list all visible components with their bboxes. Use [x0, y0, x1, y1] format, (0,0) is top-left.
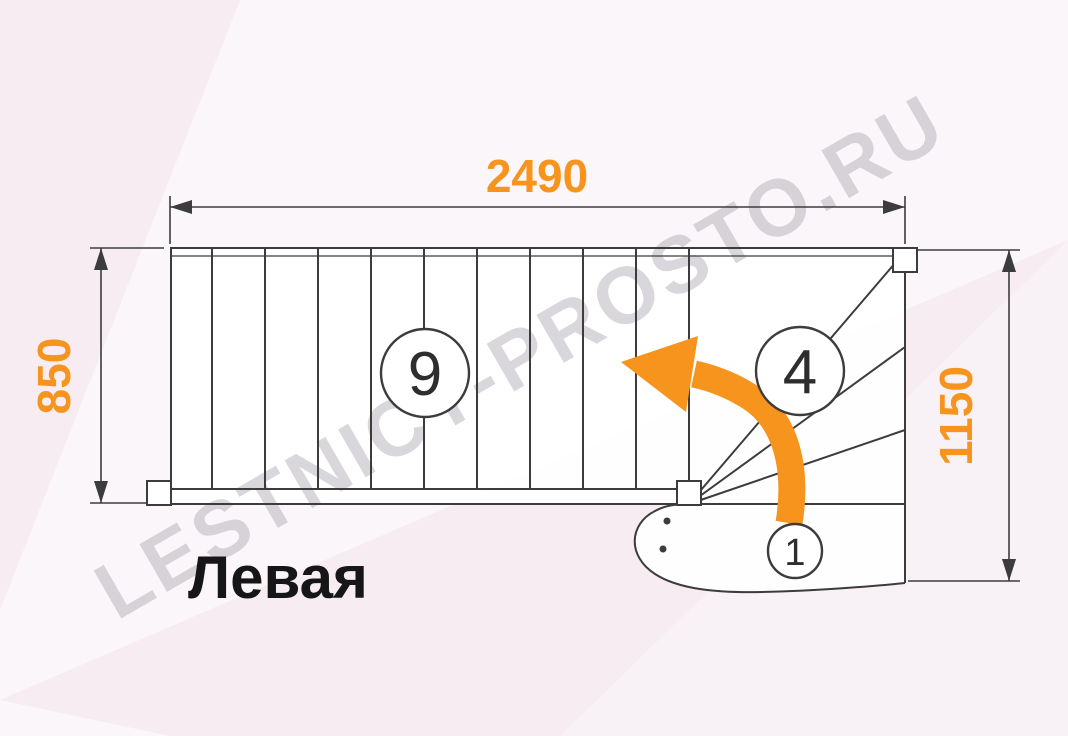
- dimension-left-extension-lines: [90, 247, 164, 504]
- straight-flight-count-label: 9: [408, 340, 442, 409]
- stair-outline: [147, 247, 917, 594]
- dimension-right-value: 1150: [930, 366, 982, 466]
- starting-step-count: 1: [766, 522, 824, 580]
- newel-post-center: [676, 480, 702, 506]
- winder-count-circle: [754, 325, 846, 417]
- dimension-top-value: 2490: [486, 150, 588, 202]
- turn-direction-arrow: [621, 336, 806, 526]
- winder-count: 4: [754, 325, 846, 417]
- curved-step-outline: [633, 503, 906, 594]
- dimension-right-extension-lines: [908, 249, 1020, 582]
- starting-step-count-label: 1: [784, 532, 805, 574]
- newel-post-top-right: [892, 247, 918, 273]
- turn-direction-arrow-shaft: [691, 360, 806, 526]
- dimension-left: 850: [28, 247, 164, 504]
- newel-post-left: [146, 480, 172, 506]
- straight-flight-count: 9: [379, 327, 471, 419]
- variant-label: Левая: [188, 544, 368, 611]
- baluster-dot: [659, 545, 667, 553]
- dimension-left-value: 850: [28, 338, 80, 415]
- baluster-dot: [663, 517, 671, 525]
- dimension-right: 1150: [908, 249, 1020, 582]
- stair-plan-fill: [171, 248, 905, 593]
- dimension-left-arrow-bottom: [94, 481, 108, 503]
- starting-step-count-circle: [766, 522, 824, 580]
- turn-direction-arrow-head: [621, 336, 698, 412]
- dimension-right-arrow-bottom: [1002, 559, 1016, 581]
- dimension-top-arrow-left: [170, 200, 192, 214]
- dimension-top-arrow-right: [883, 200, 905, 214]
- dimension-top-extension-lines: [169, 196, 906, 244]
- dimension-right-arrow-top: [1002, 250, 1016, 272]
- background-facet: [0, 700, 170, 736]
- straight-flight-count-circle: [379, 327, 471, 419]
- dimension-top: 2490: [169, 150, 906, 244]
- winder-count-label: 4: [783, 338, 817, 407]
- dimension-left-arrow-top: [94, 248, 108, 270]
